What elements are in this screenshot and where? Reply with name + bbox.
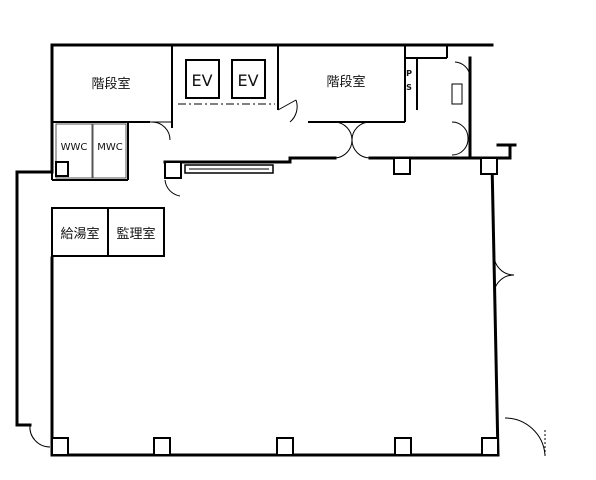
elevator-2-label: EV <box>237 71 258 90</box>
stair-room-left-label: 階段室 <box>91 76 130 92</box>
door-swing <box>151 121 171 141</box>
column <box>164 161 182 179</box>
column <box>51 437 69 456</box>
columns <box>51 157 499 456</box>
column <box>394 437 412 456</box>
stair-room-right-label: 階段室 <box>326 74 365 90</box>
interior-walls <box>51 45 448 257</box>
door-swing <box>451 121 469 139</box>
wwc-label: WWC <box>61 142 88 153</box>
door-swing <box>334 121 353 141</box>
elevator-1-label: EV <box>191 71 212 90</box>
column <box>153 437 171 456</box>
kyuto-room-label: 給湯室 <box>60 226 99 242</box>
corridor-counter <box>184 164 274 174</box>
door-swing <box>493 254 515 276</box>
column <box>393 157 411 175</box>
door-swing <box>351 139 371 159</box>
ps-label-s: S <box>406 83 412 92</box>
room-labels: 階段室 階段室 EV EV WWC MWC 給湯室 監理室 P S <box>60 69 412 242</box>
door-swing <box>164 179 181 197</box>
door-swing <box>493 274 515 293</box>
door-swing <box>451 137 469 156</box>
ps-label-p: P <box>406 69 412 78</box>
column <box>481 437 499 456</box>
doors <box>29 61 546 458</box>
elevator-shafts <box>185 59 266 99</box>
door-swing <box>454 61 471 77</box>
door-swing <box>504 417 546 456</box>
door-swing <box>29 424 51 448</box>
door-swing <box>289 99 298 123</box>
toilet-rooms <box>55 123 127 179</box>
column <box>480 157 498 175</box>
kanri-room-label: 監理室 <box>116 226 155 242</box>
mwc-label: MWC <box>97 142 123 153</box>
door-swing <box>334 139 353 159</box>
door-swing <box>351 121 371 141</box>
column <box>276 437 294 456</box>
